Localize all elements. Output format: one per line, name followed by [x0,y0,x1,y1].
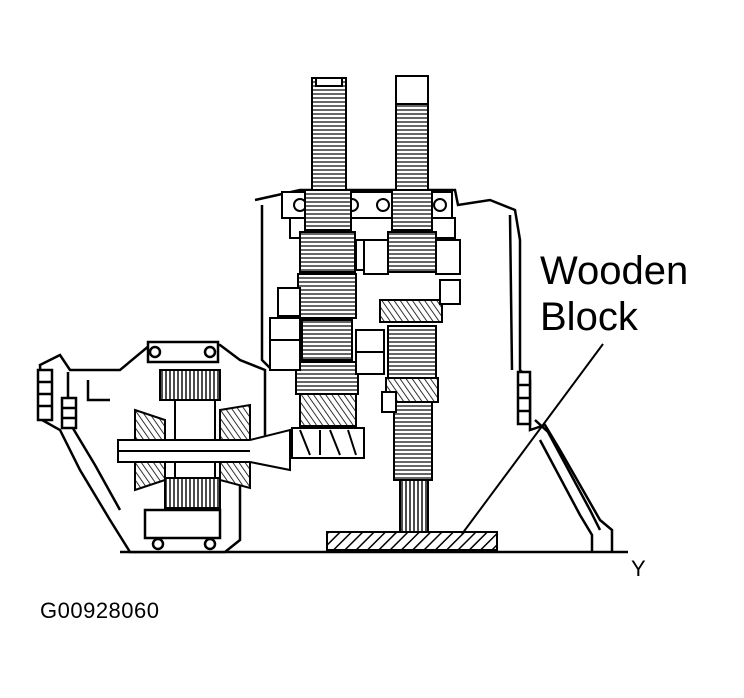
output-shaft [363,75,461,533]
callout-leader-line [461,343,604,535]
wooden-block [326,531,498,551]
wooden-block-label-line-2: Block [540,295,638,339]
differential-gears [117,369,291,509]
transmission-case [254,188,614,552]
wooden-block-label-line-1: Wooden [540,249,689,293]
view-marker-label: Y [631,556,646,581]
figure-id-label: G00928060 [40,598,160,623]
